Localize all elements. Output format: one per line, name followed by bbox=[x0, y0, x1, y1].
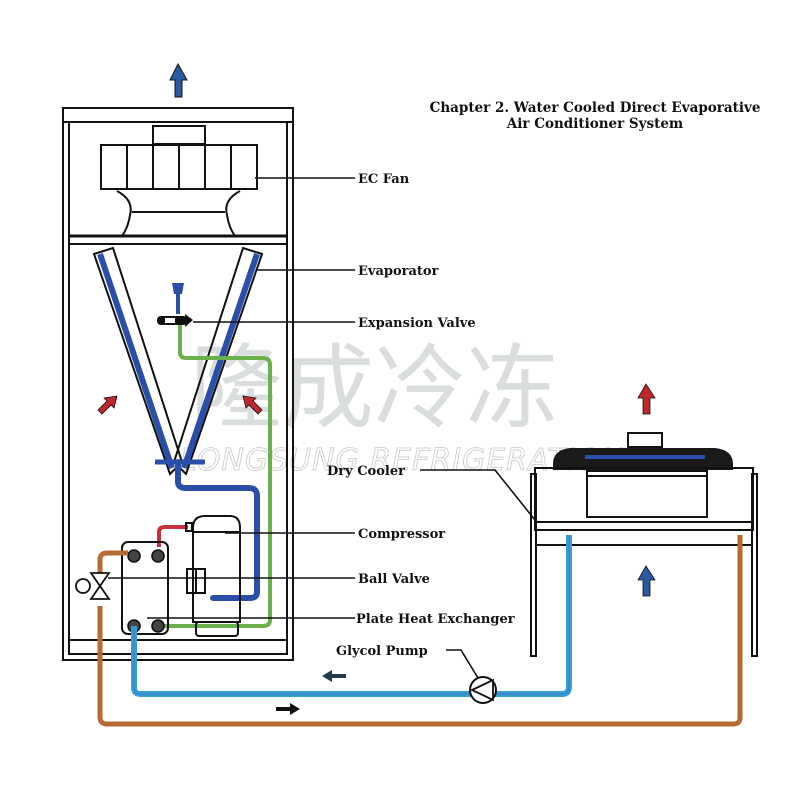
label-dry-cooler: Dry Cooler bbox=[327, 464, 405, 479]
dry-cooler bbox=[530, 432, 758, 657]
diagram-title-line2: Air Conditioner System bbox=[506, 116, 683, 132]
compressor bbox=[186, 515, 241, 637]
glycol-return-pipe-top bbox=[97, 550, 128, 576]
indoor-unit-cabinet bbox=[62, 107, 294, 661]
diagram-title-line1: Chapter 2. Water Cooled Direct Evaporati… bbox=[430, 100, 761, 116]
suction-line-pipe bbox=[175, 459, 260, 601]
watermark-chinese: 隆成冷冻 bbox=[190, 335, 558, 442]
label-evaporator: Evaporator bbox=[358, 264, 439, 279]
supply-air-arrow-icon bbox=[169, 62, 188, 98]
intake-air-arrow-icon bbox=[637, 565, 656, 597]
flow-arrow-right-icon bbox=[276, 703, 300, 715]
label-plate-heat-exchanger: Plate Heat Exchanger bbox=[356, 612, 515, 627]
leader-dry-cooler bbox=[420, 469, 536, 521]
plate-heat-exchanger bbox=[121, 541, 169, 635]
watermark-english: LONGSUNG REFRIGERATION bbox=[180, 443, 625, 478]
label-expansion-valve: Expansion Valve bbox=[358, 316, 476, 331]
expansion-valve bbox=[157, 283, 193, 327]
glycol-pump-icon bbox=[469, 676, 497, 704]
label-compressor: Compressor bbox=[358, 527, 445, 542]
return-air-arrow-icon bbox=[97, 395, 118, 415]
leader-glycol-pump bbox=[446, 649, 479, 679]
label-glycol-pump: Glycol Pump bbox=[336, 644, 428, 659]
ball-valve bbox=[75, 572, 111, 600]
ec-fan bbox=[100, 125, 258, 237]
label-ec-fan: EC Fan bbox=[358, 172, 410, 187]
liquid-line-pipe bbox=[160, 325, 272, 628]
exhaust-air-arrow-icon bbox=[637, 383, 656, 415]
flow-arrow-left-icon bbox=[322, 670, 346, 682]
label-ball-valve: Ball Valve bbox=[358, 572, 430, 587]
glycol-return-pipe bbox=[97, 535, 743, 727]
return-air-arrow-icon bbox=[242, 395, 263, 415]
discharge-line-pipe bbox=[157, 525, 188, 547]
